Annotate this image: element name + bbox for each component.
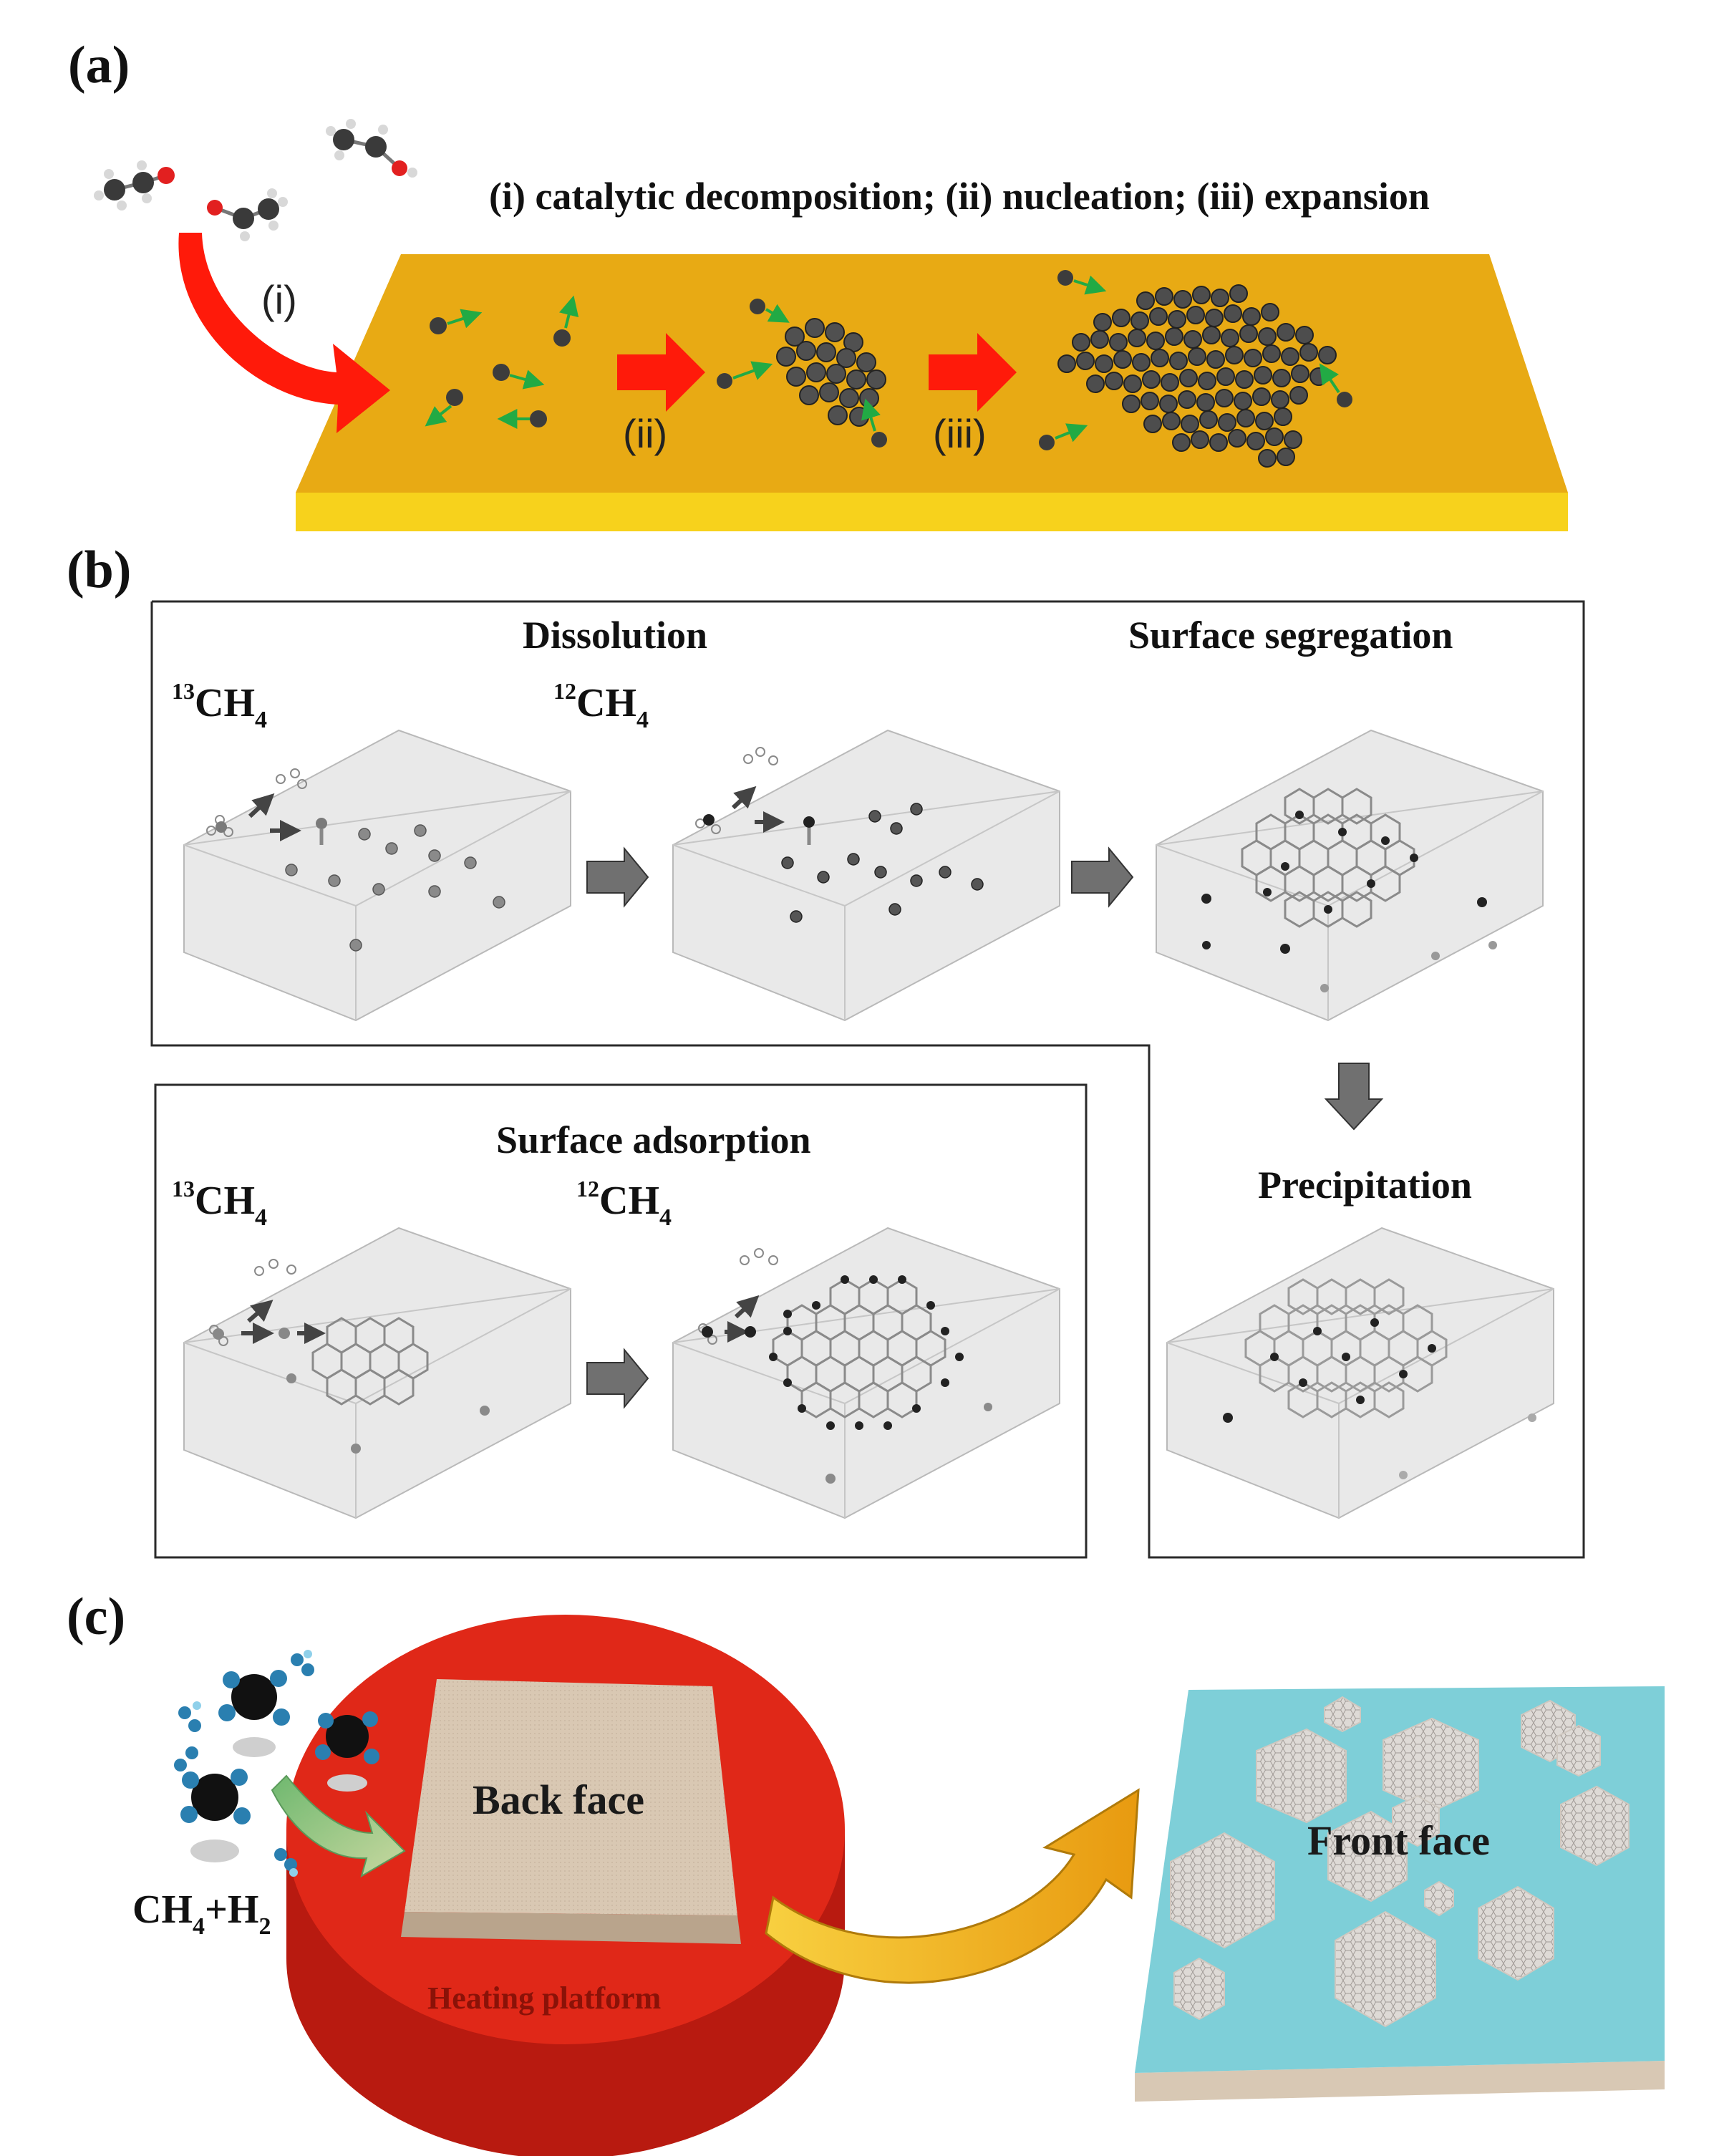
arrow-b4 [586, 1348, 649, 1409]
precipitation-title: Precipitation [1258, 1164, 1472, 1207]
methane-molecules [174, 1650, 379, 1877]
panel-b-label: (b) [67, 541, 131, 599]
step-iii-label: (iii) [933, 411, 987, 456]
step-i-label: (i) [261, 277, 297, 322]
back-face-label: Back face [473, 1776, 644, 1823]
gas-label: CH4+H2 [132, 1887, 271, 1940]
expansion-feed-atoms [1039, 270, 1352, 450]
arrow-b3 [1324, 1063, 1384, 1131]
dissolution-frame [150, 600, 1585, 1559]
ethanol-molecules [94, 119, 417, 241]
graphene-expanded [1057, 284, 1337, 468]
carbon-atoms-scattered [425, 295, 579, 429]
transfer-arrow [765, 1788, 1140, 1984]
box-dissolution-2 [672, 729, 1060, 1022]
c13-methane-label-top: 13CH4 [172, 678, 267, 733]
catalyst-substrate [296, 254, 1568, 531]
decomposition-arrow [178, 233, 390, 433]
box-dissolution-1 [183, 729, 571, 1022]
heating-platform-label: Heating platform [427, 1981, 661, 2016]
panel-c: (c) Back face Heating platform [67, 1587, 1665, 2156]
arrow-b2 [1071, 846, 1134, 908]
panel-b: (b) Dissolution Surface segregation Prec… [67, 541, 1585, 1559]
nucleus-feed-atoms [717, 299, 887, 448]
box-segregation [1156, 729, 1544, 1022]
c12-methane-label-bottom: 12CH4 [576, 1176, 672, 1231]
segregation-title: Surface segregation [1128, 614, 1453, 657]
gas-flow-arrow [271, 1774, 406, 1878]
dissolution-title: Dissolution [523, 614, 707, 657]
adsorption-title: Surface adsorption [496, 1118, 811, 1161]
adsorption-frame [154, 1083, 1088, 1559]
panel-a: (a) [68, 36, 1568, 531]
graphene-domains [1170, 1696, 1630, 2028]
nucleation-arrow [617, 333, 705, 412]
panel-a-caption: (i) catalytic decomposition; (ii) nuclea… [489, 175, 1430, 218]
step-ii-label: (ii) [623, 411, 667, 456]
back-face-sample [401, 1679, 741, 1944]
front-face-sample [1135, 1686, 1665, 2102]
front-face-label: Front face [1307, 1817, 1490, 1864]
box-adsorption-2 [672, 1227, 1060, 1519]
panel-c-label: (c) [67, 1587, 125, 1646]
c13-methane-label-bottom: 13CH4 [172, 1176, 267, 1231]
box-precipitation [1166, 1227, 1554, 1519]
box-adsorption-1 [183, 1227, 571, 1519]
expansion-arrow [929, 333, 1017, 412]
panel-a-label: (a) [68, 36, 130, 95]
c12-methane-label-top: 12CH4 [553, 678, 649, 733]
arrow-b1 [586, 846, 649, 908]
